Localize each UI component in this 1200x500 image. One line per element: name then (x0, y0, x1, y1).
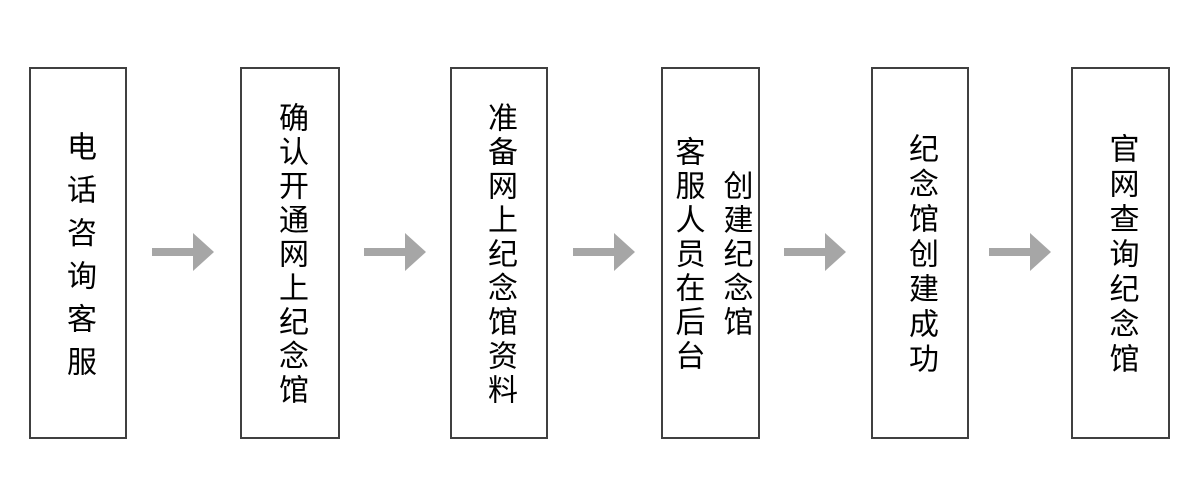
flow-step-label: 确认开通网上纪念馆 (274, 102, 307, 408)
flow-step-create-success: 纪念馆创建成功 (871, 67, 969, 439)
flow-step-label-column-1: 客服人员在后台 (670, 136, 704, 374)
arrow-right-icon (784, 233, 846, 271)
flow-step-label: 电话咨询客服 (62, 130, 95, 389)
flow-step-label: 纪念馆创建成功 (904, 133, 937, 378)
flow-step-phone-consult: 电话咨询客服 (29, 67, 127, 439)
arrow-right-icon (573, 233, 635, 271)
flow-step-prepare-materials: 准备网上纪念馆资料 (450, 67, 548, 439)
arrow-right-icon (152, 233, 214, 271)
flow-step-confirm-open: 确认开通网上纪念馆 (240, 67, 340, 439)
flow-step-label: 准备网上纪念馆资料 (483, 102, 516, 408)
flow-step-label: 官网查询纪念馆 (1104, 133, 1138, 378)
arrow-right-icon (989, 233, 1051, 271)
flow-step-label-column-2: 创建纪念馆 (718, 170, 752, 340)
arrow-right-icon (364, 233, 426, 271)
flow-step-query-official-site: 官网查询纪念馆 (1071, 67, 1170, 439)
flow-step-staff-create: 客服人员在后台 创建纪念馆 (661, 67, 760, 439)
